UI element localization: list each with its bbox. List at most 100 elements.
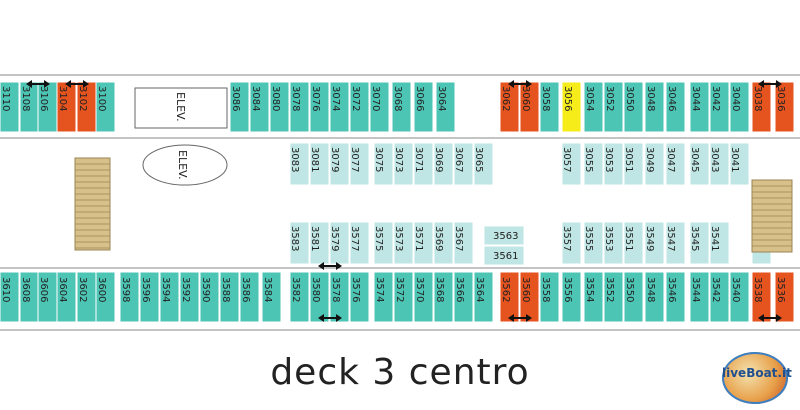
- cabin-box: [373, 142, 394, 186]
- cabin-box: [119, 271, 140, 323]
- cabin-number: 3075: [373, 147, 384, 172]
- cabin-number: 3079: [329, 147, 340, 172]
- cabin-number: 3051: [623, 147, 634, 172]
- cabin-3073: [393, 142, 414, 186]
- cabin-3578: [329, 271, 350, 323]
- cabin-number: 3044: [690, 86, 701, 111]
- cabin-box: [179, 271, 200, 323]
- cabin-box: [709, 81, 730, 133]
- cabin-box: [603, 271, 624, 323]
- cabin-box: [709, 271, 730, 323]
- cabin-number: 3100: [96, 86, 107, 111]
- cabin-number: 3064: [436, 86, 447, 111]
- cabin-number: 3584: [262, 277, 273, 302]
- cabin-number: 3602: [77, 277, 88, 302]
- logo-text: liveBoat.it: [722, 366, 792, 380]
- cabin-box: [349, 81, 370, 133]
- cabin-box: [269, 81, 290, 133]
- cabin-number: 3102: [77, 86, 88, 111]
- cabin-3552: [603, 271, 624, 323]
- cabin-3069: [433, 142, 454, 186]
- cabin-number: 3066: [414, 86, 425, 111]
- connecting-door-icon: [318, 262, 342, 270]
- cabin-3081: [309, 142, 330, 186]
- cabin-box: [329, 221, 350, 265]
- arrow-head: [758, 80, 764, 88]
- cabin-3060: [519, 81, 540, 133]
- liveboat-logo: liveBoat.it: [722, 352, 792, 404]
- cabin-number: 3056: [562, 86, 573, 111]
- connecting-door-icon: [758, 314, 782, 322]
- cabin-3070: [369, 81, 390, 133]
- arrow-head: [44, 80, 50, 88]
- cabin-3594: [159, 271, 180, 323]
- cabin-box: [623, 142, 644, 186]
- cabin-number: 3544: [690, 277, 701, 302]
- cabin-box: [329, 142, 350, 186]
- cabin-box: [499, 81, 520, 133]
- cabin-box: [623, 221, 644, 265]
- cabin-number: 3573: [393, 226, 404, 251]
- cabin-box: [774, 81, 795, 133]
- cabin-box: [665, 221, 686, 265]
- cabin-3561: 3561: [483, 245, 525, 266]
- cabin-number: 3068: [392, 86, 403, 111]
- arrow-head: [65, 80, 71, 88]
- cabin-box: [289, 221, 310, 265]
- cabin-3566: [453, 271, 474, 323]
- cabin-box: [665, 271, 686, 323]
- cabin-box: [453, 271, 474, 323]
- cabin-number: 3557: [561, 226, 572, 251]
- connecting-door-icon: [318, 314, 342, 322]
- cabin-3583: [289, 221, 310, 265]
- cabin-number: 3572: [394, 277, 405, 302]
- cabin-3536: [774, 271, 795, 323]
- cabin-number: 3040: [730, 86, 741, 111]
- cabin-number: 3598: [120, 277, 131, 302]
- cabin-box: [561, 271, 582, 323]
- cabin-number: 3070: [370, 86, 381, 111]
- cabin-box: [709, 221, 730, 265]
- cabin-number: 3046: [666, 86, 677, 111]
- cabin-box: [219, 271, 240, 323]
- cabin-3068: [391, 81, 412, 133]
- stairwell-fore: [74, 157, 111, 251]
- cabin-box: [239, 271, 260, 323]
- cabin-3604: [56, 271, 77, 323]
- stair-box: [74, 157, 111, 251]
- cabin-number: 3567: [453, 226, 464, 251]
- cabin-number: 3555: [583, 226, 594, 251]
- cabin-number: 3586: [240, 277, 251, 302]
- cabin-number: 3578: [330, 277, 341, 302]
- cabin-box: [644, 271, 665, 323]
- cabin-box: [289, 142, 310, 186]
- cabin-number: 3581: [309, 226, 320, 251]
- cabin-box: [0, 81, 20, 133]
- cabin-3577: [349, 221, 370, 265]
- cabin-3050: [623, 81, 644, 133]
- cabin-number: 3608: [20, 277, 31, 302]
- cabin-box: [349, 221, 370, 265]
- cabin-3538: [751, 271, 772, 323]
- cabin-box: [729, 142, 750, 186]
- cabin-number: 3590: [200, 277, 211, 302]
- cabin-number: 3588: [220, 277, 231, 302]
- cabin-box: [539, 271, 560, 323]
- cabin-3554: [583, 271, 604, 323]
- cabin-3052: [603, 81, 624, 133]
- cabin-3558: [539, 271, 560, 323]
- cabin-number: 3104: [57, 86, 68, 111]
- cabin-box: [689, 221, 710, 265]
- cabin-3600: [95, 271, 116, 323]
- cabin-number: 3106: [38, 86, 49, 111]
- cabin-box: [349, 271, 370, 323]
- cabin-3541: [709, 221, 730, 265]
- cabin-number: 3110: [0, 86, 11, 111]
- cabin-number: 3052: [604, 86, 615, 111]
- cabin-number: 3546: [666, 277, 677, 302]
- cabin-box: [774, 271, 795, 323]
- cabin-3044: [689, 81, 710, 133]
- cabin-3556: [561, 271, 582, 323]
- cabin-3054: [583, 81, 604, 133]
- cabin-number: 3562: [500, 277, 511, 302]
